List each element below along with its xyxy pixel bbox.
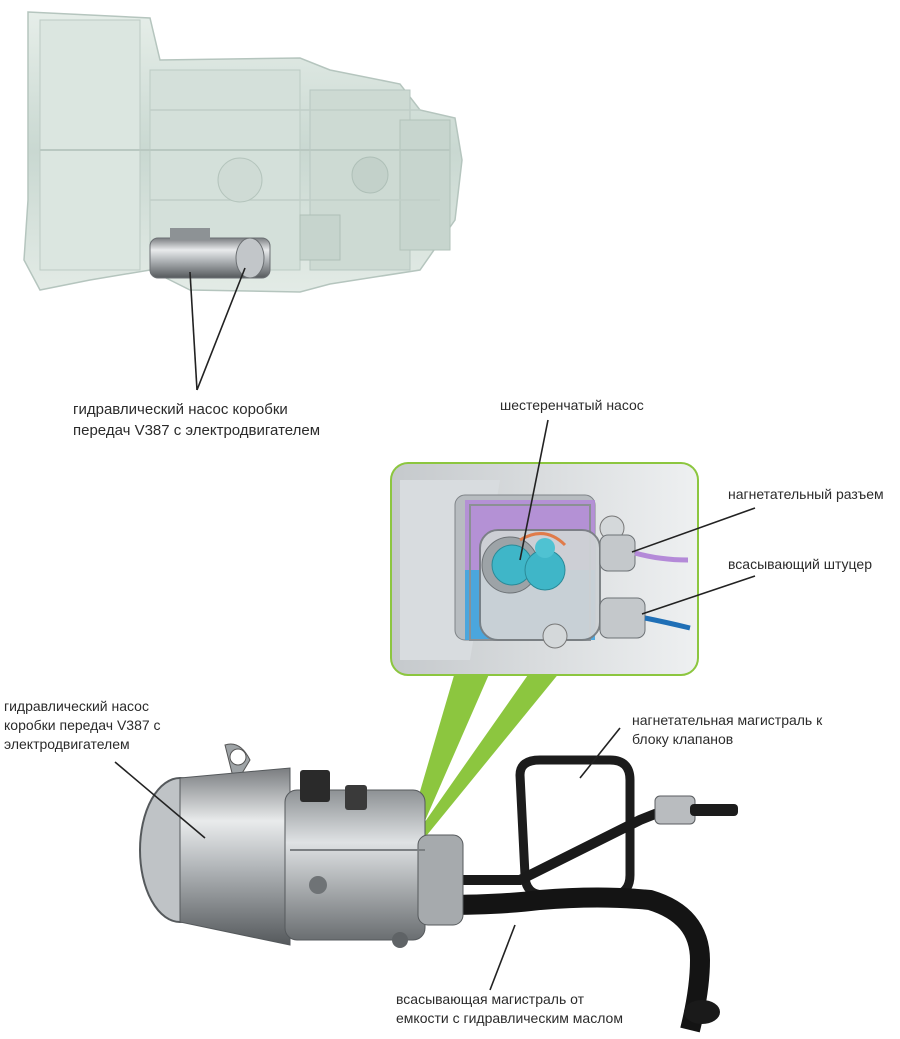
label-top-pump-line-2: передач V387 с электродвигателем xyxy=(73,422,321,439)
label-main-pump-line-2: коробки передач V387 с xyxy=(4,717,161,733)
pump-motor-assembly xyxy=(139,743,738,1033)
gearbox-illustration xyxy=(23,11,463,293)
label-pressure-port: нагнетательный разъем xyxy=(728,486,884,502)
label-pressure-line-2: блоку клапанов xyxy=(632,731,734,747)
leader-gear-pump xyxy=(519,419,549,561)
label-pressure-line-1: нагнетательная магистраль к xyxy=(632,712,823,728)
small-pump-in-gearbox xyxy=(149,228,271,279)
gear-pump-callout xyxy=(390,462,699,846)
leader-suction-fitting xyxy=(641,575,756,615)
label-suction-line-2: емкости с гидравлическим маслом xyxy=(396,1010,623,1026)
leader-pressure-port xyxy=(631,507,756,553)
leader-suction-line xyxy=(489,924,516,991)
label-pressure-line: нагнетательная магистраль к блоку клапан… xyxy=(632,711,822,749)
leader-main-pump xyxy=(114,761,206,839)
leader-pressure-line xyxy=(579,727,621,779)
label-top-pump-line-1: гидравлический насос коробки xyxy=(73,401,288,418)
label-main-pump-line-3: электродвигателем xyxy=(4,736,130,752)
label-main-pump-line-1: гидравлический насос xyxy=(4,698,149,714)
label-top-pump: гидравлический насос коробки передач V38… xyxy=(73,399,320,441)
leader-line-top-1 xyxy=(189,271,198,391)
label-suction-line-1: всасывающая магистраль от xyxy=(396,991,585,1007)
leader-line-top-2 xyxy=(196,267,246,391)
label-suction-fitting: всасывающий штуцер xyxy=(728,556,872,572)
label-main-pump: гидравлический насос коробки передач V38… xyxy=(4,697,161,754)
label-gear-pump: шестеренчатый насос xyxy=(500,397,644,413)
label-suction-line: всасывающая магистраль от емкости с гидр… xyxy=(396,990,623,1028)
